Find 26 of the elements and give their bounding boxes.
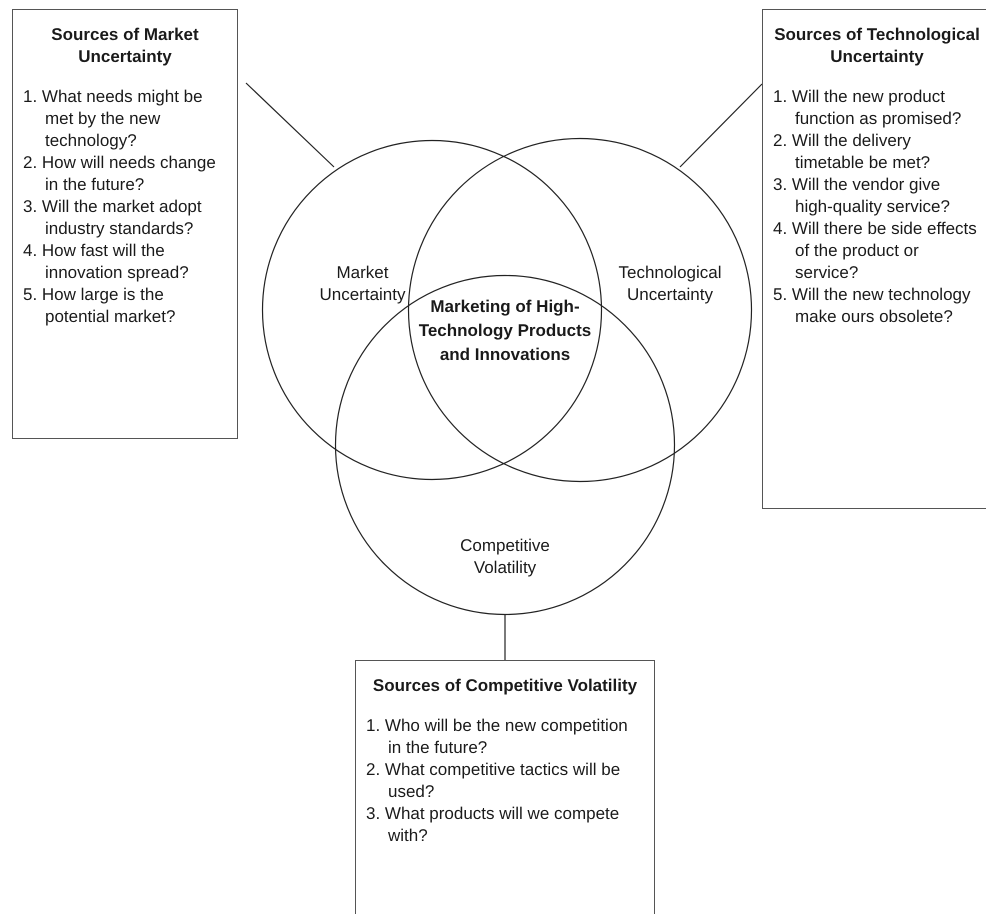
question-item: 3. What products will we compete with?: [366, 803, 620, 847]
connector-line: [504, 615, 506, 660]
connector-line: [246, 82, 334, 168]
question-item: 3. Will the market adopt industry standards?: [23, 196, 203, 240]
question-box: [762, 9, 986, 509]
box-heading: Sources of Market Uncertainty: [50, 24, 200, 68]
question-item: 4. Will there be side effects of the product or service?: [773, 218, 978, 284]
question-item: 4. How fast will the innovation spread?: [23, 240, 190, 284]
question-item: 1. Will the new product function as promised?: [773, 86, 962, 130]
question-item: 3. Will the vendor give high-quality service?: [773, 174, 951, 218]
center-label: Marketing of High-Technology Products and Innovations: [418, 296, 592, 366]
question-item: 2. What competitive tactics will be used?: [366, 759, 622, 803]
circle-label: Technological Uncertainty: [617, 262, 722, 306]
question-item: 1. Who will be the new competition in the future?: [366, 715, 629, 759]
question-box: [355, 660, 655, 914]
question-box: [12, 9, 238, 439]
question-item: 5. How large is the potential market?: [23, 284, 176, 328]
box-heading: Sources of Competitive Volatility: [372, 675, 638, 697]
connector-line: [680, 84, 762, 168]
question-item: 2. Will the delivery timetable be met?: [773, 130, 932, 174]
circle-label: Market Uncertainty: [318, 262, 406, 306]
box-heading: Sources of Technological Uncertainty: [773, 24, 981, 68]
question-item: 2. How will needs change in the future?: [23, 152, 217, 196]
circle-label: Competitive Volatility: [459, 535, 551, 579]
question-item: 1. What needs might be met by the new technology?: [23, 86, 204, 152]
question-item: 5. Will the new technology make ours obsolete?: [773, 284, 972, 328]
